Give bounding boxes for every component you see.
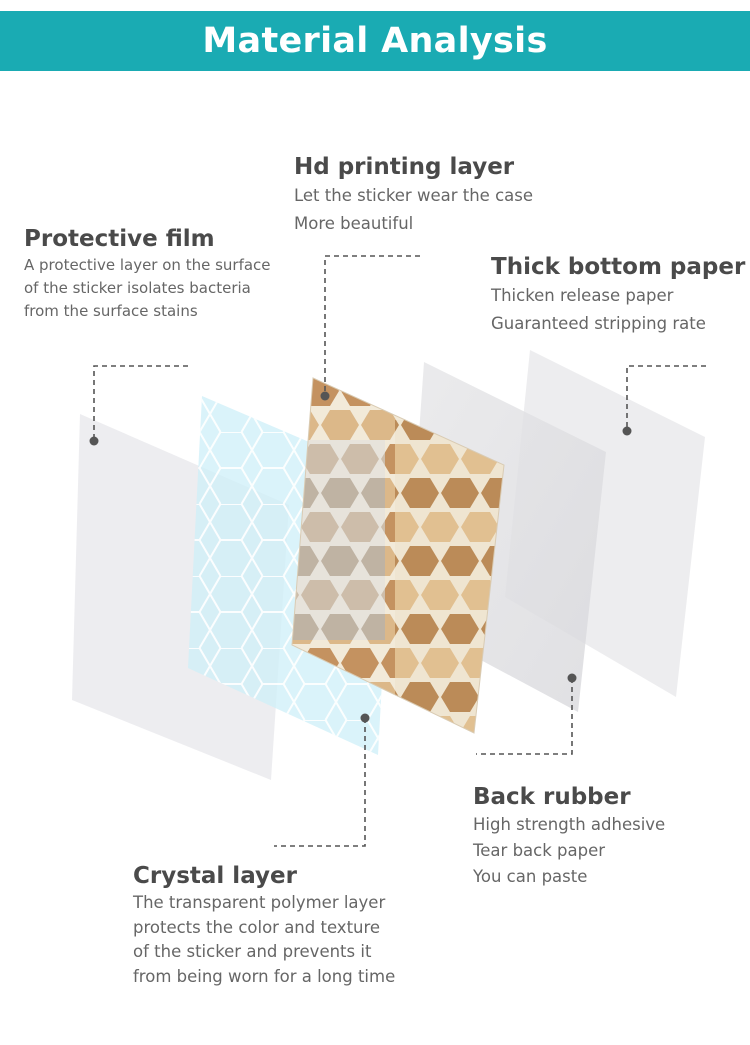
leader-hd-printing — [324, 255, 420, 396]
dot-crystal-layer — [360, 713, 370, 723]
leader-crystal-layer — [274, 718, 366, 847]
label-line: Let the sticker wear the case — [294, 186, 534, 205]
label-line: Guaranteed stripping rate — [491, 314, 706, 333]
header-banner: Material Analysis — [0, 11, 750, 71]
label-line: You can paste — [473, 867, 588, 886]
page-title: Material Analysis — [202, 21, 548, 61]
label-protective-film: Protective film A protective layer on th… — [24, 224, 271, 323]
label-title: Hd printing layer — [294, 154, 515, 180]
label-hd-printing: Hd printing layer Let the sticker wear t… — [294, 152, 533, 238]
label-line: Tear back paper — [473, 841, 606, 860]
label-line: More beautiful — [294, 214, 414, 233]
label-crystal-layer: Crystal layer The transparent polymer la… — [133, 861, 395, 989]
leader-back-rubber — [476, 678, 573, 755]
label-line: A protective layer on the surface — [24, 256, 271, 274]
label-line: from being worn for a long time — [133, 966, 396, 986]
dot-protective-film — [89, 436, 99, 446]
label-line: The transparent polymer layer — [133, 893, 386, 912]
label-line: from the surface stains — [24, 302, 198, 320]
label-back-rubber: Back rubber High strength adhesive Tear … — [473, 782, 665, 890]
dot-thick-bottom-paper — [622, 426, 632, 436]
dot-back-rubber — [567, 673, 577, 683]
label-title: Crystal layer — [133, 863, 297, 889]
label-line: of the sticker isolates bacteria — [24, 279, 251, 297]
label-line: High strength adhesive — [473, 815, 666, 834]
label-title: Thick bottom paper — [491, 254, 746, 280]
leader-protective-film — [93, 365, 188, 441]
label-line: protects the color and texture — [133, 917, 381, 937]
label-line: of the sticker and prevents it — [133, 942, 372, 961]
dot-hd-printing — [320, 391, 330, 401]
label-title: Protective film — [24, 226, 215, 252]
label-line: Thicken release paper — [491, 286, 674, 305]
label-title: Back rubber — [473, 784, 631, 810]
label-thick-bottom-paper: Thick bottom paper Thicken release paper… — [491, 252, 745, 338]
